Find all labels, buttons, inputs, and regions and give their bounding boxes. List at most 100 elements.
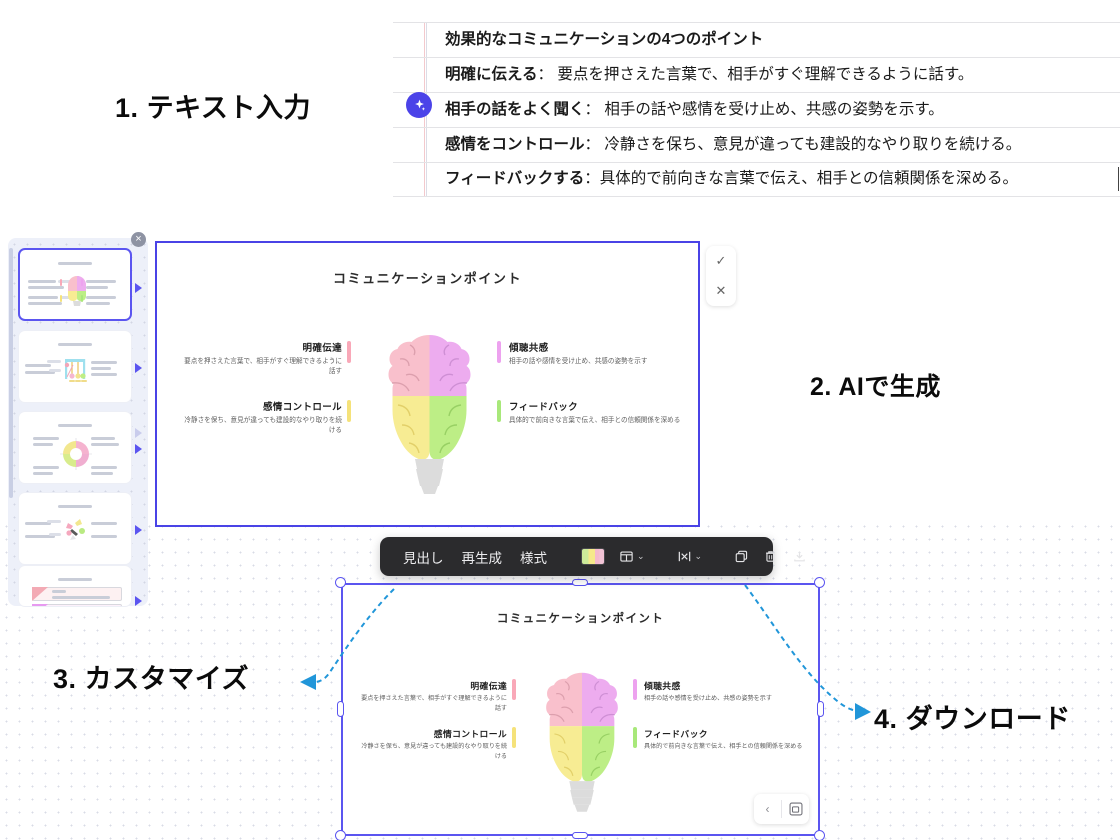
sparkle-icon[interactable] bbox=[406, 92, 432, 118]
point-color-bar-3 bbox=[633, 679, 637, 700]
point-body: 具体的で前向きな言葉で伝え、相手との信頼関係を深める bbox=[509, 417, 681, 424]
slide-editor-main[interactable]: コミュニケーションポイント bbox=[155, 241, 700, 527]
slide-toolbar[interactable]: 見出し 再生成 様式 ⌄ ⌄ bbox=[380, 537, 805, 576]
document-line[interactable]: フィードバックする：具体的で前向きな言葉で伝え、相手との信頼関係を深める。 bbox=[393, 162, 1120, 197]
brain-lightbulb-graphic bbox=[388, 335, 471, 494]
slide-point-2: 感情コントロール 冷静さを保ち、意見が違っても建設的なやり取りを続ける bbox=[361, 728, 507, 761]
toolbar-style-button[interactable]: 様式 bbox=[520, 550, 547, 566]
megaphone-thumb-icon bbox=[66, 519, 85, 540]
thumbnail-expand-caret[interactable] bbox=[135, 283, 142, 293]
thumbnail-expand-caret-ghost[interactable] bbox=[135, 428, 142, 438]
resize-handle-top-left[interactable] bbox=[335, 577, 346, 588]
point-heading: 感情コントロール bbox=[433, 729, 507, 739]
toolbar-regenerate-button[interactable]: 再生成 bbox=[461, 550, 503, 566]
trash-icon[interactable] bbox=[756, 549, 785, 564]
point-heading: 傾聴共感 bbox=[509, 343, 549, 354]
margin-line-gray bbox=[426, 23, 427, 57]
document-gutter bbox=[393, 163, 443, 196]
spacing-icon[interactable]: ⌄ bbox=[670, 549, 710, 564]
thumbnail-expand-caret[interactable] bbox=[135, 596, 142, 606]
step-label-2: 2. AIで生成 bbox=[810, 373, 941, 401]
thumbnail-slide-4[interactable] bbox=[18, 492, 132, 565]
document-line-bold: 感情をコントロール bbox=[445, 135, 585, 153]
resize-handle-top-right[interactable] bbox=[814, 577, 825, 588]
margin-line-pink bbox=[424, 163, 425, 196]
slide-mini-control[interactable]: ‹ bbox=[754, 794, 809, 824]
slide-confirm-panel[interactable]: ✓ ✕ bbox=[706, 246, 736, 306]
point-color-bar-2 bbox=[512, 727, 516, 748]
document-body-line: 相手の話をよく聞く： 相手の話や感情を受け止め、共感の姿勢を示す。 bbox=[443, 101, 944, 120]
point-heading: 感情コントロール bbox=[262, 402, 342, 413]
slide-point-4: フィードバック 具体的で前向きな言葉で伝え、相手との信頼関係を深める bbox=[509, 401, 687, 426]
resize-handle-bottom-left[interactable] bbox=[335, 830, 346, 840]
chevron-left-icon[interactable]: ‹ bbox=[765, 802, 770, 816]
slide-point-1: 明確伝達 要点を押さえた言葉で、相手がすぐ理解できるように話す bbox=[361, 680, 507, 713]
mobile-chart-thumb-icon bbox=[64, 359, 87, 382]
point-body: 要点を押さえた言葉で、相手がすぐ理解できるように話す bbox=[184, 358, 342, 375]
copy-icon[interactable] bbox=[727, 549, 756, 564]
step-label-3: 3. カスタマイズ bbox=[53, 664, 250, 694]
document-line-rest: ： 要点を押さえた言葉で、相手がすぐ理解できるように話す。 bbox=[537, 65, 974, 83]
document-line[interactable]: 効果的なコミュニケーションの4つのポイント bbox=[393, 22, 1120, 57]
thumbnail-slide-5[interactable] bbox=[18, 565, 132, 607]
thumbnail-title-bar bbox=[58, 343, 92, 346]
sidebar-scrollbar[interactable] bbox=[9, 248, 13, 498]
margin-line-pink bbox=[424, 58, 425, 92]
thumbnail-slide-2[interactable] bbox=[18, 330, 132, 403]
resize-handle-bottom-right[interactable] bbox=[814, 830, 825, 840]
document-line-active[interactable]: 相手の話をよく聞く： 相手の話や感情を受け止め、共感の姿勢を示す。 bbox=[393, 92, 1120, 127]
resize-handle-middle-right[interactable] bbox=[817, 701, 824, 717]
download-icon[interactable] bbox=[785, 549, 814, 564]
slide-title: コミュニケーションポイント bbox=[496, 613, 665, 625]
close-circle-icon[interactable]: × bbox=[131, 232, 146, 247]
divider bbox=[781, 800, 782, 818]
point-color-bar-1 bbox=[512, 679, 516, 700]
thumbnail-expand-caret[interactable] bbox=[135, 444, 142, 454]
chevron-down-icon[interactable]: ⌄ bbox=[694, 551, 703, 561]
thumbnail-title-bar bbox=[58, 424, 92, 427]
document-line-rest: ： 相手の話や感情を受け止め、共感の姿勢を示す。 bbox=[584, 100, 944, 118]
text-input-document[interactable]: 効果的なコミュニケーションの4つのポイント 明確に伝える： 要点を押さえた言葉で… bbox=[393, 22, 1120, 200]
slide-point-3: 傾聴共感 相手の話や感情を受け止め、共感の姿勢を示す bbox=[509, 342, 687, 367]
slide-title: コミュニケーションポイント bbox=[332, 271, 523, 286]
document-line[interactable]: 明確に伝える： 要点を押さえた言葉で、相手がすぐ理解できるように話す。 bbox=[393, 57, 1120, 92]
document-body-line: 感情をコントロール： 冷静さを保ち、意見が違っても建設的なやり取りを続ける。 bbox=[443, 136, 1021, 155]
resize-handle-middle-left[interactable] bbox=[337, 701, 344, 717]
point-color-bar-4 bbox=[497, 400, 501, 422]
slide-editor-selected[interactable]: コミュニケーションポイント bbox=[341, 583, 820, 836]
text-caret bbox=[1118, 167, 1119, 191]
document-line[interactable]: 感情をコントロール： 冷静さを保ち、意見が違っても建設的なやり取りを続ける。 bbox=[393, 127, 1120, 162]
thumbnail-slide-3[interactable] bbox=[18, 411, 132, 484]
thumbnail-title-bar bbox=[58, 505, 92, 508]
thumbnail-expand-caret[interactable] bbox=[135, 363, 142, 373]
thumbnail-expand-caret[interactable] bbox=[135, 525, 142, 535]
chevron-down-icon[interactable]: ⌄ bbox=[637, 551, 645, 561]
point-body: 相手の話や感情を受け止め、共感の姿勢を示す bbox=[509, 358, 648, 365]
point-color-bar-4 bbox=[633, 727, 637, 748]
thumbnail-title-bar bbox=[58, 578, 92, 581]
brain-lightbulb-graphic bbox=[546, 672, 618, 812]
point-body: 要点を押さえた言葉で、相手がすぐ理解できるように話す bbox=[361, 695, 507, 712]
thumbnail-slide-1[interactable] bbox=[18, 248, 132, 321]
document-gutter bbox=[393, 23, 443, 57]
slide-point-3: 傾聴共感 相手の話や感情を受け止め、共感の姿勢を示す bbox=[644, 680, 804, 704]
toolbar-heading-button[interactable]: 見出し bbox=[403, 550, 444, 566]
document-gutter bbox=[393, 128, 443, 162]
donut-chart-thumb-icon bbox=[60, 438, 92, 470]
check-icon[interactable]: ✓ bbox=[715, 253, 727, 268]
resize-handle-top-center[interactable] bbox=[572, 579, 588, 586]
fullscreen-icon[interactable] bbox=[782, 794, 809, 824]
slide-point-1: 明確伝達 要点を押さえた言葉で、相手がすぐ理解できるように話す bbox=[179, 342, 342, 377]
close-icon[interactable]: ✕ bbox=[715, 283, 727, 298]
document-line-bold: フィードバックする bbox=[445, 170, 585, 188]
color-palette-swatch[interactable] bbox=[574, 548, 612, 565]
resize-handle-bottom-center[interactable] bbox=[572, 832, 588, 839]
point-color-bar-1 bbox=[347, 341, 351, 363]
document-line-rest: ： 冷静さを保ち、意見が違っても建設的なやり取りを続ける。 bbox=[584, 135, 1022, 153]
document-body-line: フィードバックする：具体的で前向きな言葉で伝え、相手との信頼関係を深める。 bbox=[443, 170, 1018, 189]
margin-line-pink bbox=[424, 128, 425, 162]
point-heading: 明確伝達 bbox=[302, 343, 342, 354]
layout-icon[interactable]: ⌄ bbox=[612, 549, 652, 564]
brain-thumb-icon bbox=[68, 276, 86, 306]
